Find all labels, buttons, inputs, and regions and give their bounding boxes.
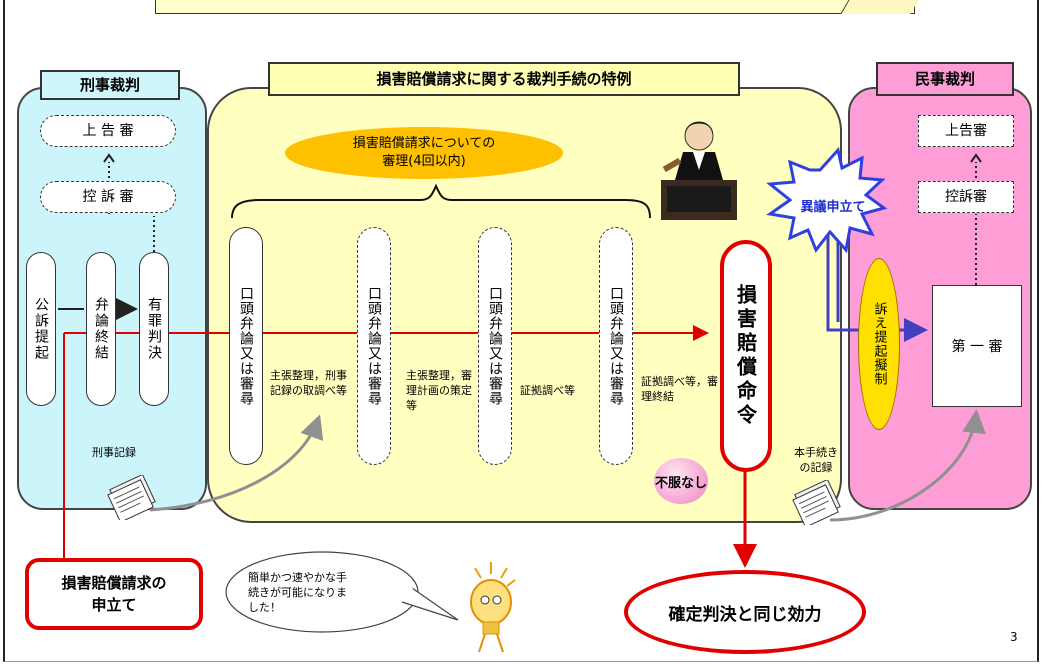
civil-supreme-appeal: 上告審 [918, 115, 1014, 147]
prosecution-stage: 公訴提起 [26, 252, 56, 406]
petition-line-2: 申立て [91, 596, 137, 614]
petition-line-1: 損害賠償請求の [61, 574, 167, 592]
hearing-session-4: 口頭弁論又は審尋 [599, 227, 633, 465]
speech-bubble-shape [225, 551, 459, 633]
session-4-note: 証拠調べ等，審理終結 [641, 375, 718, 403]
proceeding-record-document-icon [792, 480, 841, 525]
hearing-session-2: 口頭弁論又は審尋 [357, 227, 391, 465]
civil-high-appeal: 控訴審 [918, 181, 1014, 213]
bubble-line-2: 審理(4回以内) [382, 154, 466, 169]
civil-first-instance: 第 一 審 [932, 285, 1022, 407]
criminal-record-document-icon [107, 475, 156, 520]
criminal-record-label: 刑事記録 [92, 446, 136, 459]
deemed-lawsuit: 訴え提起擬制 [858, 258, 900, 430]
damages-order: 損害賠償命令 [720, 240, 772, 472]
page-number: 3 [1010, 630, 1018, 644]
proceeding-record-label: 本手続き の記録 [788, 445, 844, 475]
record-label-line-1: 本手続き [794, 446, 838, 459]
guilty-verdict-stage: 有罪判決 [139, 252, 169, 406]
civil-trial-title: 民事裁判 [876, 62, 1014, 96]
speech-line-2: 続きが可能になりま [248, 586, 347, 599]
special-procedure-title: 損害賠償請求に関する裁判手続の特例 [268, 62, 740, 96]
speech-bubble-text: 簡単かつ速やかな手 続きが可能になりま した！ [248, 570, 388, 615]
hearing-limit-bubble: 損害賠償請求についての 審理(4回以内) [285, 127, 563, 179]
slide-frame [3, 0, 1039, 662]
bubble-line-1: 損害賠償請求についての [352, 136, 496, 151]
session-2-note: 主張整理，審理計画の策定等 [406, 369, 472, 412]
record-label-line-2: の記録 [799, 461, 833, 474]
criminal-trial-title: 刑事裁判 [40, 70, 180, 100]
session-3-note: 証拠調べ等 [520, 384, 575, 397]
session-1-note: 主張整理，刑事記録の取調べ等 [270, 369, 347, 397]
damages-petition-box: 損害賠償請求の 申立て [25, 558, 203, 630]
speech-line-3: した！ [248, 601, 281, 614]
no-objection-badge: 不服なし [654, 458, 708, 504]
hearing-session-3: 口頭弁論又は審尋 [478, 227, 512, 465]
closing-argument-stage: 弁論終結 [86, 252, 116, 406]
hearing-session-1: 口頭弁論又は審尋 [229, 227, 263, 465]
top-note-box [155, 0, 915, 14]
judge-icon [661, 121, 737, 220]
lightbulb-mascot-icon [470, 562, 516, 653]
criminal-high-appeal: 控 訴 審 [40, 181, 176, 213]
objection-label: 異議申立て [800, 200, 866, 215]
criminal-supreme-appeal: 上 告 審 [40, 115, 176, 147]
final-judgment-effect: 確定判決と同じ効力 [624, 570, 866, 654]
speech-line-1: 簡単かつ速やかな手 [248, 571, 347, 584]
